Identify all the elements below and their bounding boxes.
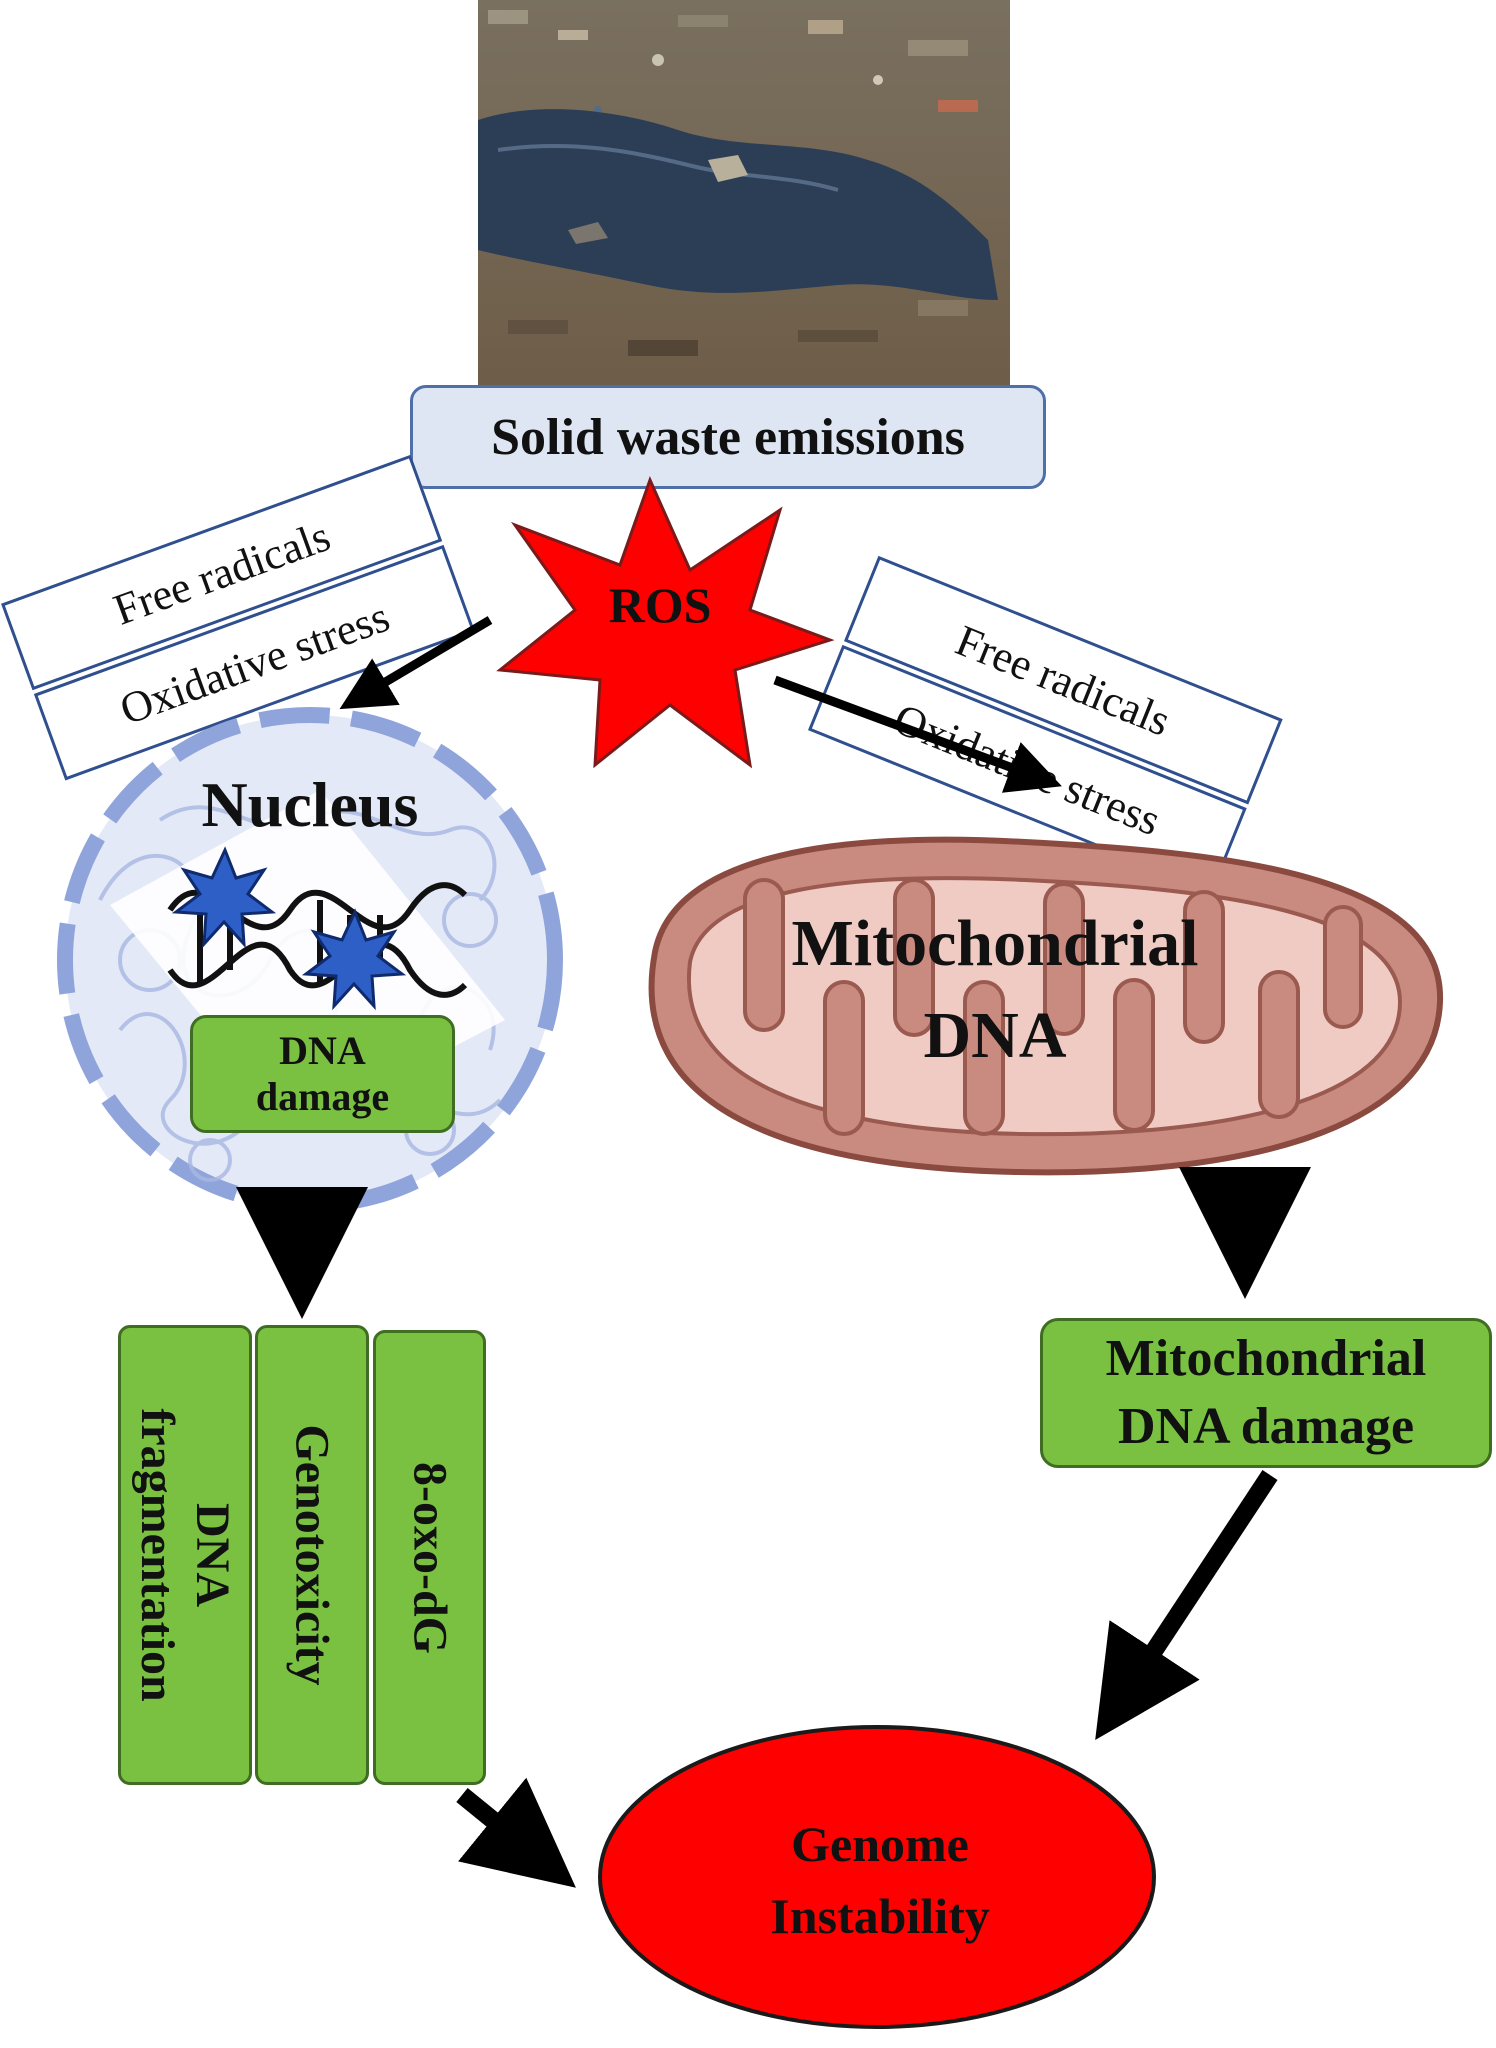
mitochondrial-dna-title-box: Mitochondrial DNA: [700, 895, 1290, 1085]
arrow-outcomes-to-genome: [456, 1777, 576, 1888]
genome-instability-line2: Instability: [770, 1888, 990, 1944]
mitochondrial-dna-damage-line1: Mitochondrial: [1105, 1330, 1427, 1388]
dna-fragmentation-column: DNA fragmentation: [118, 1325, 252, 1785]
dna-damage-line1: DNA: [279, 1028, 366, 1073]
solid-waste-label: Solid waste emissions: [491, 408, 965, 466]
mitochondrial-dna-title-line2: DNA: [923, 999, 1067, 1072]
mitochondrial-dna-damage-line2: DNA damage: [1117, 1398, 1415, 1455]
arrow-mito-damage-to-genome: [1095, 1470, 1278, 1741]
ros-star-icon: [496, 475, 835, 769]
dna-fragmentation-line1: DNA: [186, 1503, 240, 1607]
genome-instability-label-box: Genome Instability: [680, 1800, 1080, 1960]
mitochondrial-dna-title-line1: Mitochondrial: [791, 906, 1199, 980]
waste-photo: [478, 0, 1010, 390]
genome-instability-ellipse: [598, 1725, 1156, 2029]
damage-burst-icon: [171, 846, 277, 949]
dna-damage-box: DNA damage: [190, 1015, 455, 1133]
genome-instability-line1: Genome: [791, 1815, 969, 1872]
genotoxicity-label: Genotoxicity: [285, 1424, 339, 1686]
nucleus-title: Nucleus: [201, 769, 419, 840]
damage-burst-icon: [301, 908, 407, 1011]
genotoxicity-column: Genotoxicity: [255, 1325, 369, 1785]
ros-label: ROS: [608, 577, 712, 633]
oxo-dg-label: 8-oxo-dG: [403, 1461, 457, 1654]
solid-waste-box: Solid waste emissions: [410, 385, 1046, 489]
dna-damage-line2: damage: [255, 1074, 390, 1119]
mitochondrial-dna-damage-box: Mitochondrial DNA damage: [1040, 1318, 1492, 1468]
oxo-dg-column: 8-oxo-dG: [373, 1330, 486, 1785]
nucleus-title-box: Nucleus: [160, 769, 460, 840]
dna-fragmentation-line2: fragmentation: [131, 1408, 184, 1702]
ros-label-box: ROS: [560, 570, 760, 640]
mitochondrion-graphic: [648, 836, 1444, 1176]
